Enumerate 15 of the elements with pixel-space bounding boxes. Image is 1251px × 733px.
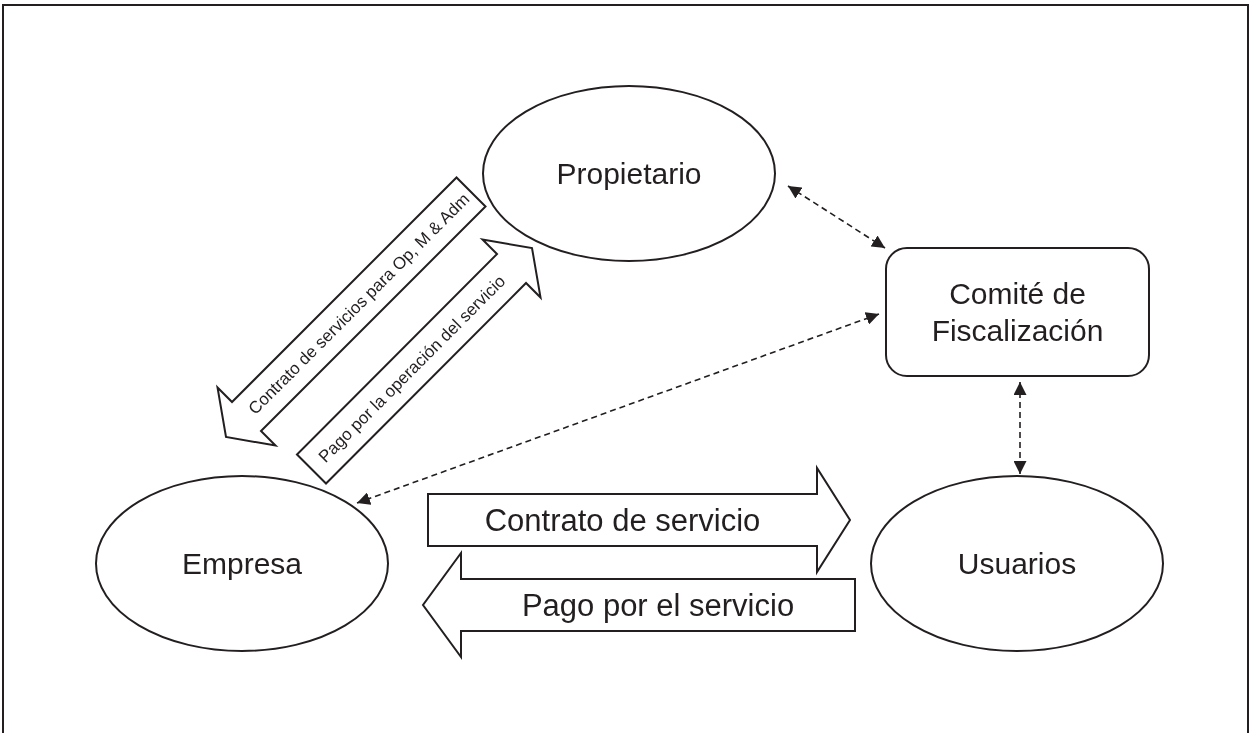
node-label: Empresa — [181, 545, 302, 582]
ellipse-node — [870, 475, 1164, 652]
block-arrow — [295, 238, 543, 485]
node-label: Comité de Fiscalización — [930, 275, 1105, 349]
node-label: Usuarios — [957, 545, 1077, 582]
block-arrow — [427, 464, 852, 576]
rounded-box — [885, 247, 1150, 377]
dashed-arrow — [1013, 381, 1027, 475]
block-arrow — [421, 549, 856, 661]
ellipse-node — [482, 85, 776, 262]
arrow-label: Pago por el servicio — [521, 589, 795, 621]
node-label: Propietario — [556, 155, 702, 192]
dashed-arrow — [787, 185, 886, 249]
ellipse-node — [95, 475, 389, 652]
arrow-label: Contrato de servicio — [484, 504, 761, 536]
